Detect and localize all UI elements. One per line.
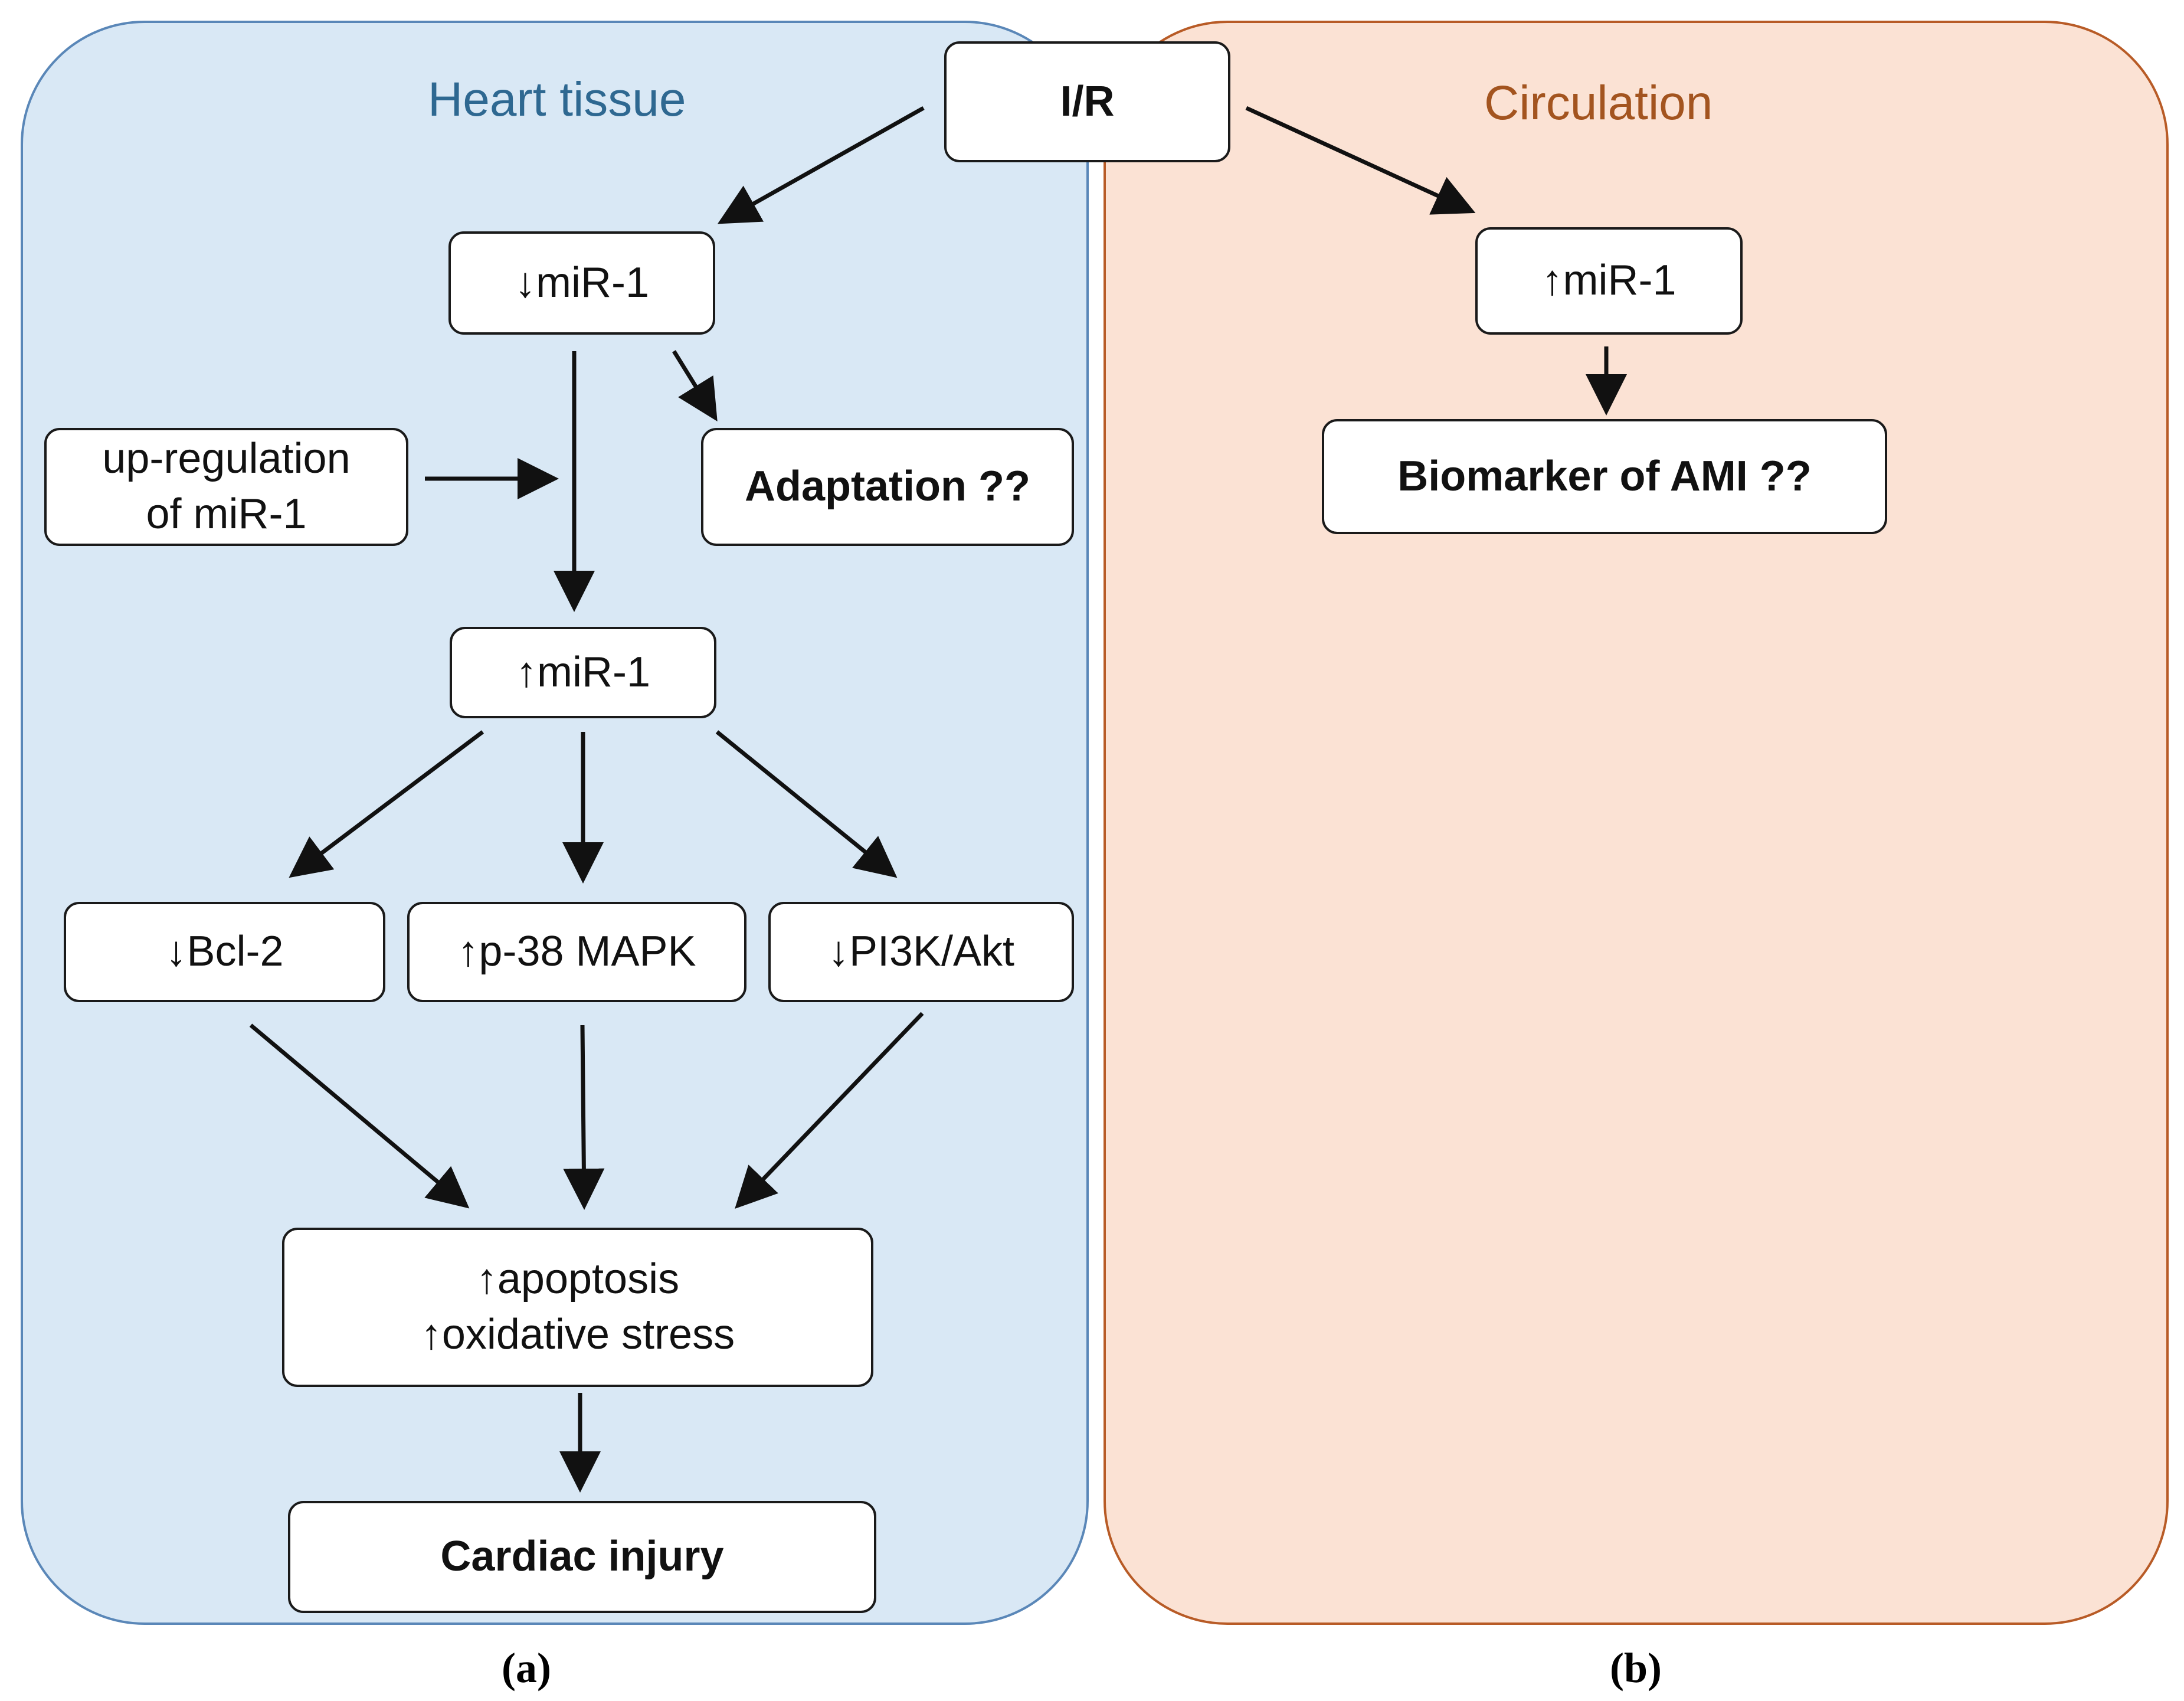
- p38-mapk-label: ↑p-38 MAPK: [457, 928, 696, 976]
- arrow-mir1-up-to-pi3k: [715, 730, 898, 878]
- biomarker-node: Biomarker of AMI ??: [1322, 419, 1887, 534]
- arrow-ir-to-heart-mir1: [717, 106, 925, 224]
- adaptation-node: Adaptation ??: [701, 428, 1074, 546]
- arrow-ir-to-circ-mir1: [1245, 106, 1476, 215]
- upregulation-label-line2: of miR-1: [146, 490, 307, 538]
- circulation-title: Circulation: [1484, 76, 1713, 130]
- bcl2-node: ↓Bcl-2: [64, 902, 385, 1002]
- heart-tissue-title: Heart tissue: [428, 73, 686, 126]
- arrow-bcl2-to-apoptosis: [249, 1023, 470, 1209]
- adaptation-label: Adaptation ??: [745, 463, 1030, 511]
- heart-mir1-down-label: ↓miR-1: [515, 259, 649, 306]
- ir-label: I/R: [1060, 77, 1115, 125]
- biomarker-label: Biomarker of AMI ??: [1397, 452, 1812, 500]
- pi3k-akt-label: ↓PI3K/Akt: [827, 928, 1015, 976]
- arrow-mir1-down-to-adaptation: [672, 350, 718, 421]
- arrow-pi3k-to-apoptosis: [735, 1012, 924, 1209]
- p38-mapk-node: ↑p-38 MAPK: [407, 902, 746, 1002]
- heart-panel-caption: (a): [502, 1644, 551, 1692]
- ir-node: I/R: [944, 41, 1230, 162]
- apoptosis-node: ↑apoptosis ↑oxidative stress: [282, 1228, 873, 1387]
- arrow-mir1-up-to-bcl2: [289, 730, 484, 878]
- pi3k-akt-node: ↓PI3K/Akt: [768, 902, 1074, 1002]
- heart-mir1-up-node: ↑miR-1: [450, 627, 716, 718]
- bcl2-label: ↓Bcl-2: [165, 928, 284, 976]
- cardiac-injury-label: Cardiac injury: [440, 1533, 724, 1581]
- oxidative-stress-label: ↑oxidative stress: [420, 1311, 735, 1358]
- upregulation-label-line1: up-regulation: [102, 435, 351, 483]
- heart-mir1-down-node: ↓miR-1: [448, 231, 715, 335]
- circ-mir1-up-node: ↑miR-1: [1475, 227, 1743, 335]
- cardiac-injury-node: Cardiac injury: [288, 1501, 876, 1613]
- upregulation-node: up-regulation of miR-1: [44, 428, 408, 546]
- circ-mir1-up-label: ↑miR-1: [1541, 257, 1677, 305]
- heart-mir1-up-label: ↑miR-1: [516, 648, 650, 696]
- arrow-p38-to-apoptosis: [563, 1025, 605, 1210]
- apoptosis-label: ↑apoptosis: [476, 1255, 680, 1303]
- circulation-panel-caption: (b): [1610, 1644, 1662, 1692]
